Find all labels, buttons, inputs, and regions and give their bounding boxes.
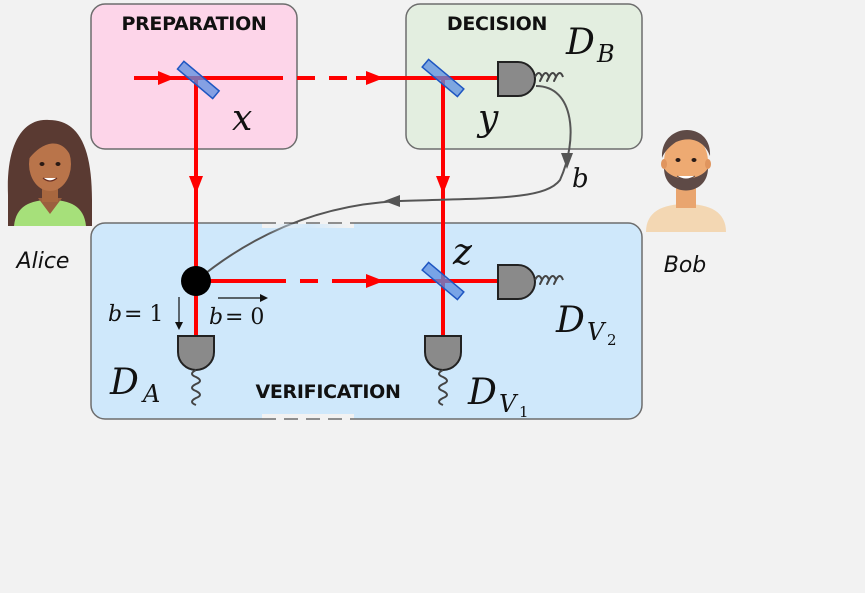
svg-text:A: A xyxy=(141,380,160,408)
svg-text:B: B xyxy=(596,40,615,68)
svg-text:V: V xyxy=(587,318,607,346)
svg-text:D: D xyxy=(555,300,585,341)
detector-DA-coil xyxy=(191,369,201,406)
bob-name: Bob xyxy=(664,253,707,278)
beam-arrow-left-down xyxy=(189,176,203,194)
detector-DV2-coil xyxy=(534,275,564,285)
svg-text:D: D xyxy=(565,22,595,63)
svg-text:V: V xyxy=(499,390,519,418)
label-b-equals-0: b = 0 xyxy=(209,294,268,330)
label-DA: D A xyxy=(109,362,160,408)
svg-text:D: D xyxy=(467,372,497,413)
svg-text:= 1: = 1 xyxy=(124,302,163,327)
beam-arrow-input xyxy=(158,71,175,85)
svg-text:= 0: = 0 xyxy=(225,305,264,330)
detector-DV2 xyxy=(497,264,564,300)
beam-arrow-top xyxy=(366,71,384,85)
detector-DV1 xyxy=(424,335,462,406)
beam-arrow-right-down xyxy=(436,176,450,194)
detector-DB-coil xyxy=(534,72,564,82)
svg-text:1: 1 xyxy=(519,403,529,421)
beam-splitter-y xyxy=(421,58,465,98)
label-DB: D B xyxy=(565,22,615,68)
label-x: x xyxy=(232,98,252,139)
beam-arrows xyxy=(158,71,450,288)
verification-title: VERIFICATION xyxy=(255,381,400,403)
svg-text:b: b xyxy=(209,305,223,330)
signal-arrow-down xyxy=(561,153,573,169)
label-y: y xyxy=(476,98,499,139)
decision-title: DECISION xyxy=(447,13,547,35)
alice-name: Alice xyxy=(15,249,70,274)
label-DV1: D V 1 xyxy=(467,372,529,421)
label-z: z xyxy=(452,232,473,273)
switch-node xyxy=(181,266,211,296)
label-DV2: D V 2 xyxy=(555,300,617,349)
preparation-title: PREPARATION xyxy=(121,13,266,35)
detector-DV1-coil xyxy=(438,369,448,406)
detector-DA xyxy=(177,335,215,406)
beam-arrow-bottom xyxy=(366,274,384,288)
bob-avatar xyxy=(646,129,726,232)
signal-arrow-left xyxy=(384,195,400,207)
label-b-signal: b xyxy=(572,164,589,194)
beam-splitter-x xyxy=(176,60,221,100)
svg-text:D: D xyxy=(109,362,139,403)
alice-avatar xyxy=(7,119,92,226)
label-b-equals-1: b = 1 xyxy=(108,297,183,330)
detector-DB xyxy=(497,61,564,97)
beam-splitter-z xyxy=(421,261,465,301)
svg-text:2: 2 xyxy=(607,331,617,349)
svg-text:b: b xyxy=(108,302,122,327)
